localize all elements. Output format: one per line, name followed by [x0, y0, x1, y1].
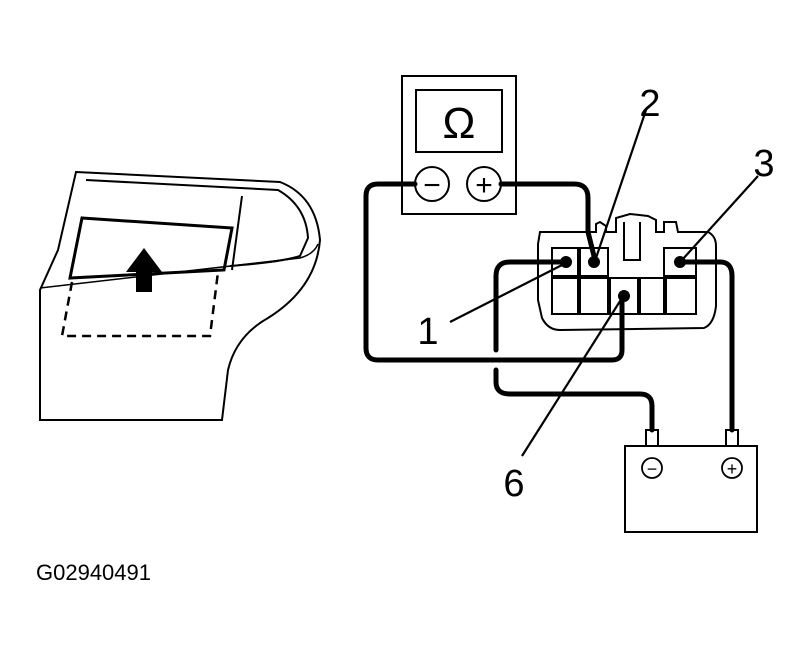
callout-leaders	[449, 109, 759, 457]
window-frame-inner	[231, 195, 243, 271]
window-motor-connector	[537, 212, 717, 332]
ohmmeter-negative-terminal: −	[414, 166, 450, 202]
leader-pin6	[521, 297, 623, 457]
battery-positive-marker: +	[721, 457, 743, 479]
cavity-row2-b	[579, 277, 609, 315]
door-outline	[39, 170, 322, 421]
ohmmeter-negative-lead	[363, 181, 625, 363]
callout-6: 6	[503, 463, 524, 505]
figure-id: G02940491	[36, 560, 151, 585]
svg-text:−: −	[423, 169, 441, 202]
battery: − +	[624, 429, 758, 533]
rear-door-illustration	[39, 170, 322, 421]
up-arrow-icon	[126, 248, 162, 292]
cavity-row2-e	[665, 277, 697, 315]
cavity-row2-d	[639, 277, 665, 315]
svg-text:+: +	[475, 169, 493, 202]
wires	[363, 181, 735, 433]
ohmmeter-positive-terminal: +	[466, 166, 502, 202]
belt-line	[39, 243, 319, 289]
leader-pin2	[594, 109, 648, 259]
svg-text:+: +	[727, 459, 738, 479]
svg-text:−: −	[647, 459, 658, 479]
connector-latch	[623, 222, 641, 261]
battery-negative-marker: −	[641, 457, 663, 479]
window-frame-outer	[85, 179, 310, 267]
cavity-row2-a	[551, 277, 579, 315]
callout-1: 1	[417, 311, 438, 353]
leader-pin3	[681, 175, 759, 261]
callout-3: 3	[753, 143, 774, 185]
battery-positive-lead	[681, 259, 735, 433]
ohmmeter: Ω − +	[401, 75, 517, 215]
callout-2: 2	[639, 83, 660, 125]
lowered-glass-outline	[60, 271, 220, 338]
ohmmeter-display	[415, 89, 503, 153]
ohmmeter-positive-lead	[498, 181, 597, 259]
battery-negative-lead-b	[493, 367, 655, 433]
battery-negative-lead-a	[493, 259, 565, 353]
leader-pin1	[449, 263, 565, 323]
ohm-symbol: Ω	[443, 99, 476, 148]
connector-housing	[537, 212, 717, 332]
window-glass	[68, 216, 234, 280]
